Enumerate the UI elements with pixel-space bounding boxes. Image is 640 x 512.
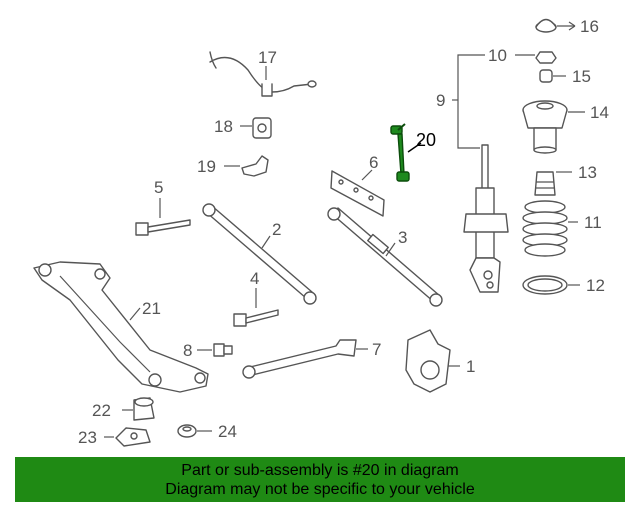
part-1-knuckle[interactable] — [405, 329, 451, 393]
part-23-mount[interactable] — [115, 427, 151, 447]
callout-5: 5 — [154, 178, 163, 197]
part-13-bump-stop[interactable] — [534, 171, 556, 196]
callout-4: 4 — [250, 269, 259, 288]
part-5-bolt[interactable] — [135, 219, 191, 236]
callout-8: 8 — [183, 341, 192, 360]
part-24-bushing[interactable] — [177, 424, 197, 438]
callout-15: 15 — [572, 67, 591, 86]
callout-9: 9 — [436, 91, 445, 110]
part-4-bolt[interactable] — [233, 309, 279, 327]
callout-22: 22 — [92, 401, 111, 420]
callout-16: 16 — [580, 17, 599, 36]
part-20-stabilizer-link[interactable] — [390, 123, 410, 182]
part-8-bolt[interactable] — [213, 343, 233, 357]
part-22-mount[interactable] — [133, 397, 155, 421]
part-14-strut-mount[interactable] — [522, 100, 568, 154]
part-15[interactable] — [539, 69, 553, 83]
callout-18: 18 — [214, 117, 233, 136]
callout-11: 11 — [584, 213, 602, 232]
part-17-stabilizer-bar[interactable] — [209, 51, 317, 97]
part-6-bracket[interactable] — [330, 170, 385, 217]
part-16-cap[interactable] — [535, 18, 557, 33]
part-2-control-arm[interactable] — [202, 203, 317, 305]
callout-10: 10 — [488, 46, 507, 65]
part-18-bushing[interactable] — [252, 117, 272, 139]
callout-20: 20 — [416, 130, 436, 150]
callout-21: 21 — [142, 299, 161, 318]
callout-14: 14 — [590, 103, 609, 122]
parts-diagram: 16 15 10 9 14 13 11 — [33, 17, 609, 447]
callout-17: 17 — [258, 48, 277, 67]
callout-1: 1 — [466, 357, 475, 376]
part-12-insulator[interactable] — [522, 275, 568, 295]
banner-line-1: Part or sub-assembly is #20 in diagram — [181, 462, 459, 479]
callout-7: 7 — [372, 340, 381, 359]
part-11-coil-spring[interactable] — [522, 200, 568, 257]
callout-24: 24 — [218, 422, 237, 441]
part-10-nut[interactable] — [535, 51, 557, 64]
callout-6: 6 — [369, 153, 378, 172]
part-21-crossmember[interactable] — [33, 261, 209, 393]
callout-3: 3 — [398, 228, 407, 247]
callout-13: 13 — [578, 163, 597, 182]
info-banner: Part or sub-assembly is #20 in diagram D… — [15, 457, 625, 502]
part-7-lateral-link[interactable] — [242, 339, 357, 379]
part-19-bracket[interactable] — [241, 155, 269, 177]
callout-12: 12 — [586, 276, 605, 295]
callout-2: 2 — [272, 220, 281, 239]
banner-line-2: Diagram may not be specific to your vehi… — [165, 481, 475, 498]
part-strut-assembly[interactable] — [463, 144, 509, 293]
part-3-control-arm[interactable] — [327, 207, 443, 307]
callout-19: 19 — [197, 157, 216, 176]
callout-23: 23 — [78, 428, 97, 447]
